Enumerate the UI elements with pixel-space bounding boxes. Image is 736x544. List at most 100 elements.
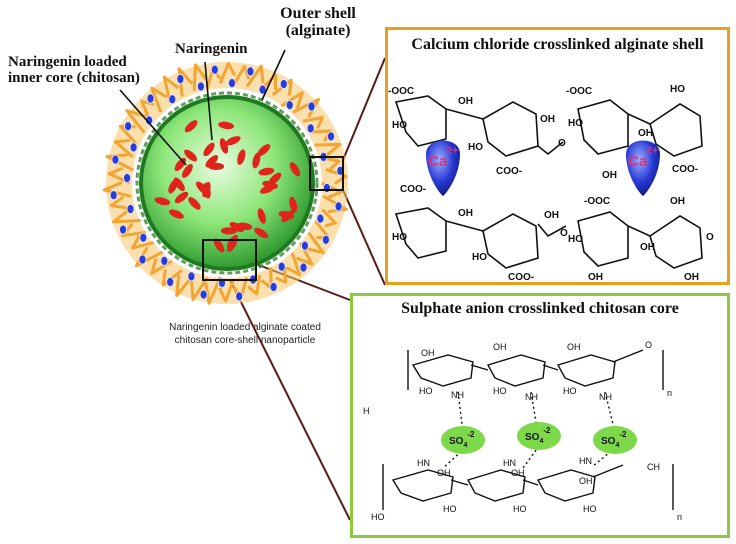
naringenin-molecule <box>257 208 266 224</box>
naringenin-molecule <box>173 177 185 192</box>
alg-ho-3: HO <box>568 118 583 129</box>
shell-ion <box>285 100 294 111</box>
shell-ion <box>126 204 135 215</box>
naringenin-molecule <box>254 227 269 239</box>
shell-ion <box>160 255 169 266</box>
sulfate-ion-1: SO4-2 <box>441 426 485 454</box>
shell-ion <box>307 101 316 112</box>
alg-ho-2: HO <box>468 142 483 153</box>
shell-ion <box>129 142 138 153</box>
shell-ion <box>199 289 208 300</box>
alginate-chain <box>162 75 180 103</box>
so4-sub-3: 4 <box>615 442 619 449</box>
chitosan-panel: Sulphate anion crosslinked chitosan core <box>350 293 730 538</box>
chi-ho-4: HO <box>371 512 385 522</box>
alginate-chain <box>321 208 337 228</box>
alg-oh-5: OH <box>458 208 473 219</box>
alginate-chain <box>150 86 168 113</box>
naringenin-molecule <box>154 197 171 206</box>
alg-ho-6: HO <box>472 252 487 263</box>
alginate-chain <box>218 62 237 84</box>
chi-hn-3: HN <box>579 456 592 466</box>
shell-ion <box>145 115 154 126</box>
alg-oh-9: OH <box>640 242 655 253</box>
shell-ion <box>246 66 255 77</box>
alginate-chain <box>121 222 146 238</box>
svg-text:SO4-2: SO4-2 <box>449 430 475 449</box>
naringenin-molecule <box>281 210 295 223</box>
alginate-chain <box>192 63 208 91</box>
naringenin-molecule <box>225 136 241 146</box>
ca-charge-1: 2+ <box>446 145 459 157</box>
nanoparticle-caption: Naringenin loaded alginate coated chitos… <box>130 322 360 347</box>
naringenin-molecule <box>220 227 237 235</box>
alginate-chain <box>109 195 135 211</box>
chitosan-structure: OH HO NH OH HO NH OH HO NH O n H HN HN H… <box>363 340 682 522</box>
alginate-chain <box>314 142 342 157</box>
alg-o-1: O <box>558 138 566 149</box>
so4-charge-1: -2 <box>467 430 475 439</box>
ca-charge-2: 2+ <box>646 145 659 157</box>
alginate-panel-title: Calcium chloride crosslinked alginate sh… <box>411 36 704 53</box>
svg-text:SO4-2: SO4-2 <box>525 426 551 445</box>
naringenin-molecule <box>257 144 271 157</box>
naringenin-molecule <box>205 155 219 168</box>
naringenin-molecule <box>184 120 198 133</box>
naringenin-molecule <box>262 180 278 189</box>
naringenin-molecule <box>229 222 244 233</box>
naringenin-molecule <box>181 164 193 178</box>
shell-ion <box>139 232 148 243</box>
alginate-chain <box>322 194 348 214</box>
naringenin-molecule <box>289 162 301 177</box>
chi-ho-2: HO <box>493 386 507 396</box>
sulfate-ion-3: SO4-2 <box>593 426 637 454</box>
so4-charge-2: -2 <box>543 426 551 435</box>
alg-o-2: O <box>560 228 568 239</box>
so4-label-2: SO <box>525 432 540 443</box>
chitosan-core <box>139 95 315 271</box>
naringenin-molecule <box>219 138 229 154</box>
alginate-chain <box>218 279 236 303</box>
chi-hn-2: HN <box>503 458 516 468</box>
so4-sub-2: 4 <box>539 438 543 445</box>
shell-ion <box>322 182 331 194</box>
shell-ion <box>123 172 132 184</box>
chi-oh-4: OH <box>437 468 451 478</box>
naringenin-molecule <box>184 149 198 162</box>
shell-ion <box>210 64 219 75</box>
naringenin-molecule <box>258 167 275 176</box>
shell-ion <box>269 281 278 293</box>
calcium-ion-1: Ca 2+ <box>426 140 460 196</box>
alginate-chain <box>271 78 293 96</box>
naringenin-molecules <box>154 120 301 253</box>
chi-hn-1: HN <box>417 458 430 468</box>
naringenin-molecule <box>168 209 184 219</box>
chi-ch3: CH <box>647 462 660 472</box>
alg-o-3: O <box>706 232 714 243</box>
alginate-chain <box>245 64 265 88</box>
alg-ho-7: HO <box>568 234 583 245</box>
chi-nh-1: NH <box>451 390 464 400</box>
ca-label-2: Ca <box>628 153 648 170</box>
alg-ho-1: HO <box>392 120 407 131</box>
shell-ion <box>227 78 237 89</box>
alg-ho-4: HO <box>670 84 685 95</box>
shell-ion <box>235 291 244 302</box>
alginate-chain <box>310 129 332 142</box>
shell-ion <box>279 79 288 90</box>
alg-coo-7: -OOC <box>584 196 610 207</box>
shell-ion <box>176 73 185 85</box>
alg-oh-7: OH <box>588 272 603 282</box>
sulfate-ion-2: SO4-2 <box>517 422 561 450</box>
shell-ion <box>306 123 315 134</box>
alginate-chain <box>302 116 324 129</box>
naringenin-molecule <box>213 238 225 253</box>
alginate-structure: -OOC OH HO HO COO- OH -OOC HO OH HO OH C… <box>388 84 714 282</box>
naringenin-molecule <box>203 142 215 157</box>
shell-ion <box>111 154 120 165</box>
naringenin-label: Naringenin <box>175 41 248 57</box>
zoom-box-shell <box>309 156 344 191</box>
alg-oh-6: OH <box>544 210 559 221</box>
shell-ion <box>299 262 308 273</box>
